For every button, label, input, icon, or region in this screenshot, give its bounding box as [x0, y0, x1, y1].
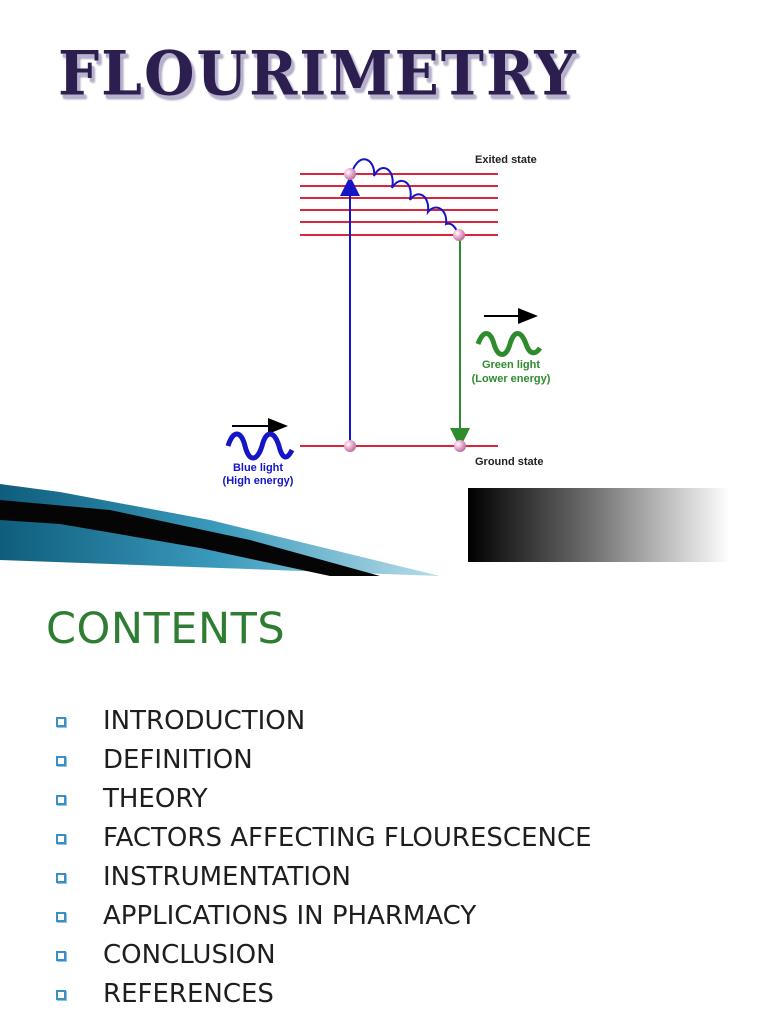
electron: [453, 229, 465, 241]
list-item: REFERENCES: [56, 974, 592, 1013]
square-bullet-icon: [56, 911, 66, 922]
list-item: CONCLUSION: [56, 935, 592, 974]
slide-contents: CONTENTS INTRODUCTION DEFINITION THEORY …: [0, 576, 768, 1024]
list-item-label: INTRODUCTION: [103, 705, 306, 736]
ground-state-label: Ground state: [475, 456, 543, 468]
gradient-bar-decoration: [468, 488, 730, 562]
blue-light-energy-label: (High energy): [223, 475, 294, 487]
square-bullet-icon: [56, 833, 66, 844]
square-bullet-icon: [56, 872, 66, 883]
list-item: INTRODUCTION: [56, 701, 592, 740]
list-item: INSTRUMENTATION: [56, 857, 592, 896]
teal-swoosh-decoration: [0, 484, 440, 576]
square-bullet-icon: [56, 794, 66, 805]
list-item-label: THEORY: [103, 783, 208, 814]
list-item-label: APPLICATIONS IN PHARMACY: [103, 900, 477, 931]
green-light-energy-label: (Lower energy): [472, 373, 551, 385]
list-item: APPLICATIONS IN PHARMACY: [56, 896, 592, 935]
electron: [344, 440, 356, 452]
list-item: DEFINITION: [56, 740, 592, 779]
green-light-label: Green light: [482, 359, 540, 371]
list-item: THEORY: [56, 779, 592, 818]
square-bullet-icon: [56, 716, 66, 727]
list-item-label: CONCLUSION: [103, 939, 276, 970]
list-item-label: REFERENCES: [103, 978, 274, 1009]
list-item-label: INSTRUMENTATION: [103, 861, 352, 892]
contents-title: CONTENTS: [46, 604, 286, 654]
square-bullet-icon: [56, 989, 66, 1000]
electron: [454, 440, 466, 452]
excited-state-levels: [300, 173, 498, 236]
dark-swoosh-decoration: [0, 500, 380, 576]
blue-light-wave-icon: [225, 431, 295, 461]
list-item-label: DEFINITION: [103, 744, 253, 775]
slide-title: FLOURIMETRY: [58, 38, 578, 110]
square-bullet-icon: [56, 755, 66, 766]
jablonski-diagram: Exited state Ground state Blue light (Hi…: [0, 154, 730, 576]
slide-flourimetry: FLOURIMETRY: [0, 38, 730, 576]
vibrational-relaxation: [351, 158, 459, 235]
square-bullet-icon: [56, 950, 66, 961]
blue-light-label: Blue light: [233, 462, 283, 474]
list-item-label: FACTORS AFFECTING FLOURESCENCE: [103, 822, 592, 853]
contents-list: INTRODUCTION DEFINITION THEORY FACTORS A…: [56, 701, 592, 1013]
green-light-wave-icon: [475, 331, 543, 357]
excited-state-label: Exited state: [475, 154, 537, 166]
list-item: FACTORS AFFECTING FLOURESCENCE: [56, 818, 592, 857]
electron: [344, 168, 356, 180]
